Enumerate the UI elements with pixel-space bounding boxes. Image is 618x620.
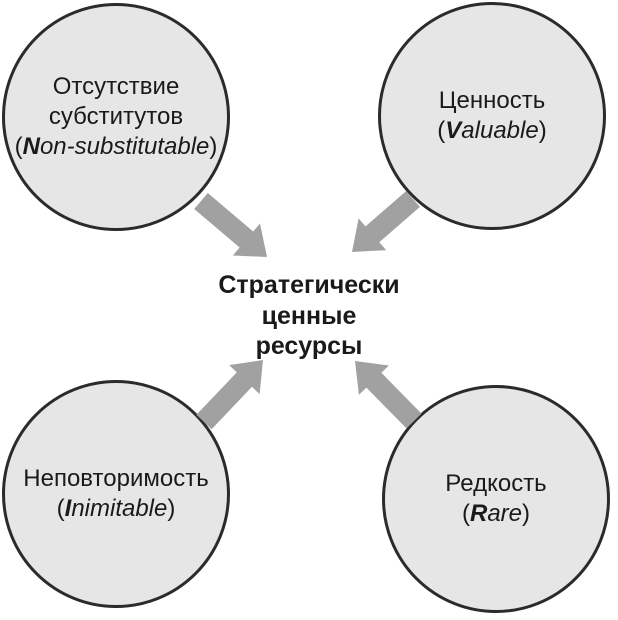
circle-label-ru: Неповторимость xyxy=(23,465,209,492)
circle-label-en: (Non-substitutable) xyxy=(14,133,218,160)
arrow-from-non-substitutable-icon xyxy=(194,193,267,257)
circle-label-ru: Ценность xyxy=(438,87,546,114)
circle-label-en: (Inimitable) xyxy=(56,495,176,522)
circle-valuable: Ценность (Valuable) xyxy=(378,2,606,230)
center-label-line: ценные xyxy=(261,301,357,330)
circle-label-ru: Редкость xyxy=(445,470,547,497)
arrow-from-rare-icon xyxy=(355,361,422,429)
circle-non-substitutable: Отсутствие субститутов (Non-substitutabl… xyxy=(2,3,230,231)
circle-label-ru: Отсутствие xyxy=(52,73,180,100)
circle-label-ru: субститутов xyxy=(48,103,184,130)
circle-label-en: (Valuable) xyxy=(437,117,547,144)
circle-inimitable: Неповторимость (Inimitable) xyxy=(2,380,230,608)
center-label-line: Стратегически xyxy=(218,271,400,299)
arrow-from-inimitable-icon xyxy=(196,360,263,430)
center-label: Стратегически ценные ресурсы xyxy=(189,270,429,362)
circle-label-en: (Rare) xyxy=(461,500,531,527)
center-label-line: ресурсы xyxy=(255,332,363,360)
arrow-from-valuable-icon xyxy=(352,191,420,252)
circle-rare: Редкость (Rare) xyxy=(382,385,610,613)
